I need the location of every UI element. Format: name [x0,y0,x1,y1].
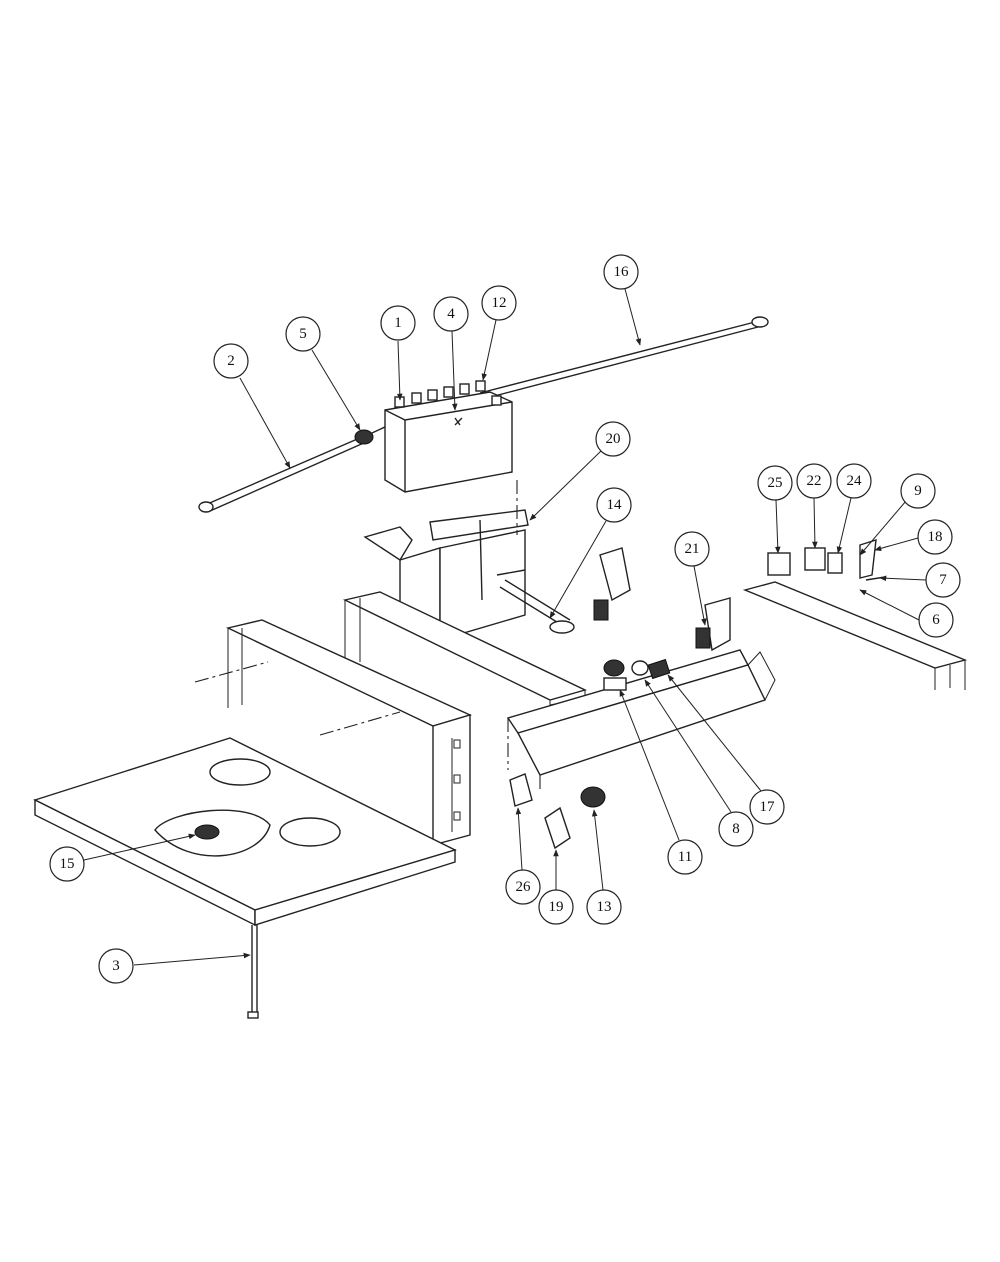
grommet-13 [580,786,606,808]
callout-15: 15 [49,833,196,882]
switch-cluster [603,658,671,691]
center-cross-channel [506,649,776,790]
svg-text:17: 17 [760,799,776,815]
callout-25: 25 [757,465,793,554]
pedal-rod [499,579,575,634]
callout-4: 4 [433,296,469,411]
svg-text:15: 15 [60,856,75,872]
callout-26: 26 [505,807,541,905]
svg-text:21: 21 [685,541,700,557]
callout-1: 1 [380,305,416,401]
callout-14: 14 [549,487,632,619]
svg-text:14: 14 [607,497,623,513]
svg-text:9: 9 [914,483,922,499]
svg-text:12: 12 [492,295,507,311]
callout-20: 20 [529,421,631,521]
callout-13: 13 [586,809,622,925]
callout-22: 22 [796,463,832,549]
callout-11: 11 [619,689,703,875]
callout-3: 3 [98,948,251,984]
svg-text:1: 1 [394,315,402,331]
svg-text:7: 7 [939,572,947,588]
callout-21: 21 [674,531,710,626]
negative-battery-cable [198,419,401,513]
callout-12: 12 [481,285,517,381]
callout-2: 2 [213,343,291,469]
battery [384,380,513,493]
callout-7: 7 [879,562,961,598]
svg-text:3: 3 [112,958,120,974]
callout-group: 1 2 3 4 5 6 7 8 9 11 12 13 14 15 16 17 1… [49,254,961,984]
svg-text:19: 19 [549,899,564,915]
svg-text:8: 8 [732,821,740,837]
svg-text:20: 20 [606,431,621,447]
gasket-19 [544,806,571,850]
callout-24: 24 [836,463,872,554]
svg-text:6: 6 [932,612,940,628]
svg-text:2: 2 [227,353,235,369]
callout-5: 5 [285,316,361,431]
callout-17: 17 [667,674,785,825]
svg-text:24: 24 [847,473,863,489]
svg-text:18: 18 [928,529,943,545]
bracket-14-clip [593,547,631,621]
svg-text:4: 4 [447,306,455,322]
floor-pan [33,737,457,1019]
callout-6: 6 [859,589,954,638]
callout-18: 18 [874,519,953,555]
bracket-26 [509,773,533,807]
grommet-15 [194,824,220,840]
svg-text:11: 11 [678,849,692,865]
svg-text:22: 22 [807,473,822,489]
callout-8: 8 [644,679,754,847]
bracket-21 [695,597,731,652]
callout-16: 16 [603,254,642,346]
svg-text:26: 26 [516,879,532,895]
callout-9: 9 [859,473,936,556]
callout-19: 19 [538,849,574,925]
svg-text:13: 13 [597,899,612,915]
svg-text:5: 5 [299,326,307,342]
svg-text:16: 16 [614,264,630,280]
right-frame-channel [742,581,968,690]
solenoid-assembly [767,539,886,581]
svg-text:25: 25 [768,475,783,491]
left-frame-channel [194,619,472,846]
